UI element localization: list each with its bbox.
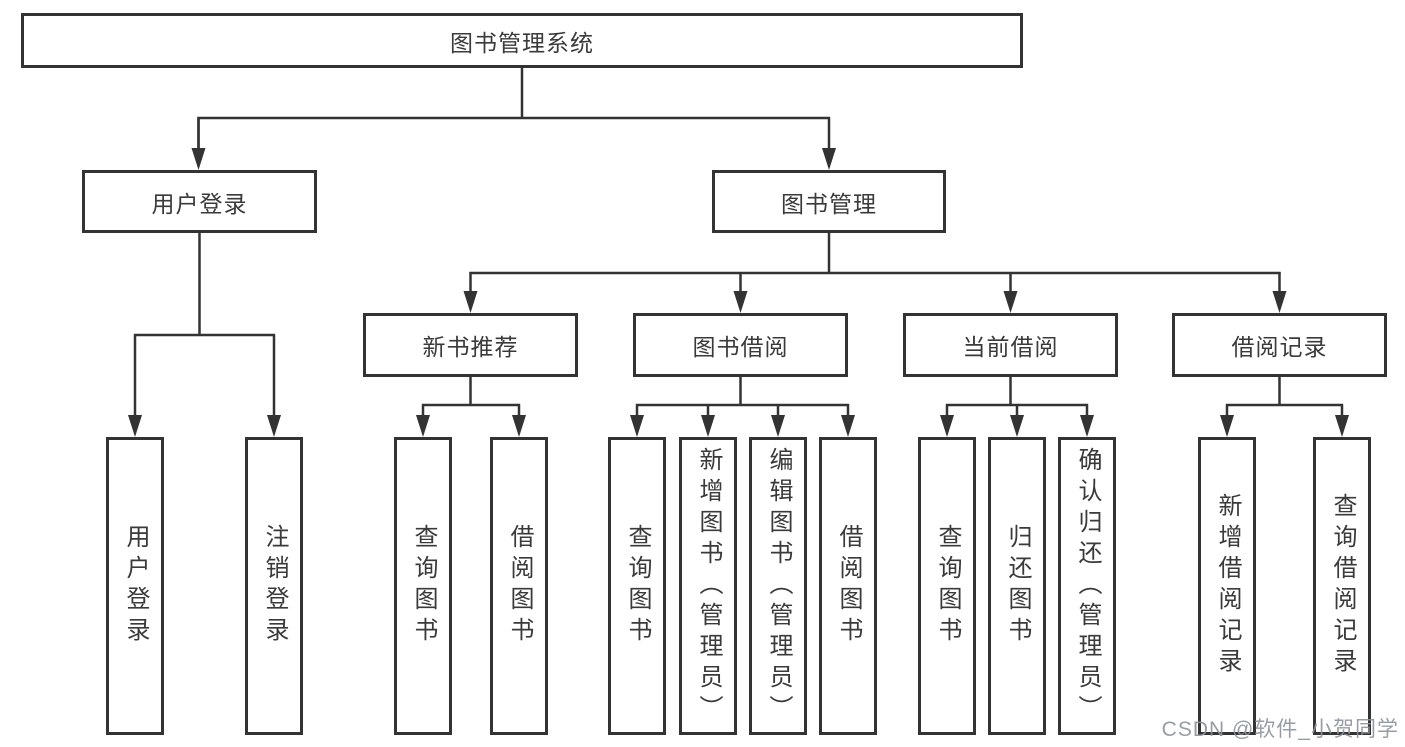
edge-newbooks-to-leaves [421, 377, 521, 419]
edge-bookborrow-to-leaves [635, 377, 850, 419]
node-current-borrowing: 当前借阅 [903, 313, 1118, 377]
node-label: 查询图书 [934, 524, 961, 648]
node-borrow-borrow-books: 借阅图书 [819, 437, 877, 735]
node-book-borrowing: 图书借阅 [633, 313, 848, 377]
node-label: 编辑图书（管理员） [765, 446, 792, 726]
node-label: 新增借阅记录 [1214, 493, 1241, 679]
node-label: 确认归还（管理员） [1074, 446, 1101, 726]
node-label: 借阅图书 [835, 524, 862, 648]
edge-currborrow-to-leaves [945, 377, 1089, 419]
csdn-watermark: CSDN @软件_小贺同学 [1161, 718, 1399, 741]
node-current-confirm-return-admin: 确认归还（管理员） [1058, 437, 1116, 735]
node-label: 新增图书（管理员） [695, 446, 722, 726]
node-label: 查询借阅记录 [1329, 493, 1356, 679]
node-newbooks-borrow-books: 借阅图书 [490, 437, 548, 735]
node-library-management-system: 图书管理系统 [21, 13, 1023, 68]
node-new-book-recommendation: 新书推荐 [363, 313, 578, 377]
node-leaf-user-login: 用户登录 [106, 437, 164, 735]
node-label: 归还图书 [1004, 524, 1031, 648]
node-newbooks-query-books: 查询图书 [394, 437, 452, 735]
node-label: 查询图书 [410, 524, 437, 648]
node-label: 新书推荐 [422, 334, 519, 360]
node-label: 查询图书 [624, 524, 651, 648]
node-user-login: 用户登录 [82, 170, 317, 233]
node-label: 图书管理系统 [450, 29, 594, 56]
edge-root-to-level2 [197, 68, 831, 152]
node-label: 用户登录 [151, 190, 248, 217]
node-borrow-add-books-admin: 新增图书（管理员） [679, 437, 737, 735]
node-leaf-logout: 注销登录 [245, 437, 303, 735]
node-records-query-borrow-record: 查询借阅记录 [1313, 437, 1371, 735]
node-label: 用户登录 [122, 524, 149, 648]
node-label: 借阅图书 [506, 524, 533, 648]
edge-records-to-leaves [1225, 377, 1344, 419]
node-label: 图书借阅 [692, 334, 789, 360]
node-label: 当前借阅 [962, 334, 1059, 360]
node-borrowing-records: 借阅记录 [1172, 313, 1387, 377]
node-book-management: 图书管理 [712, 170, 946, 233]
edge-userlogin-to-leaves [133, 233, 276, 419]
node-label: 注销登录 [261, 524, 288, 648]
edge-bookmgmt-to-level3 [469, 233, 1281, 295]
node-label: 图书管理 [781, 190, 877, 217]
node-records-add-borrow-record: 新增借阅记录 [1198, 437, 1256, 735]
node-borrow-query-books: 查询图书 [608, 437, 666, 735]
node-current-return-books: 归还图书 [988, 437, 1046, 735]
node-borrow-edit-books-admin: 编辑图书（管理员） [749, 437, 807, 735]
node-current-query-books: 查询图书 [918, 437, 976, 735]
node-label: 借阅记录 [1231, 334, 1328, 360]
